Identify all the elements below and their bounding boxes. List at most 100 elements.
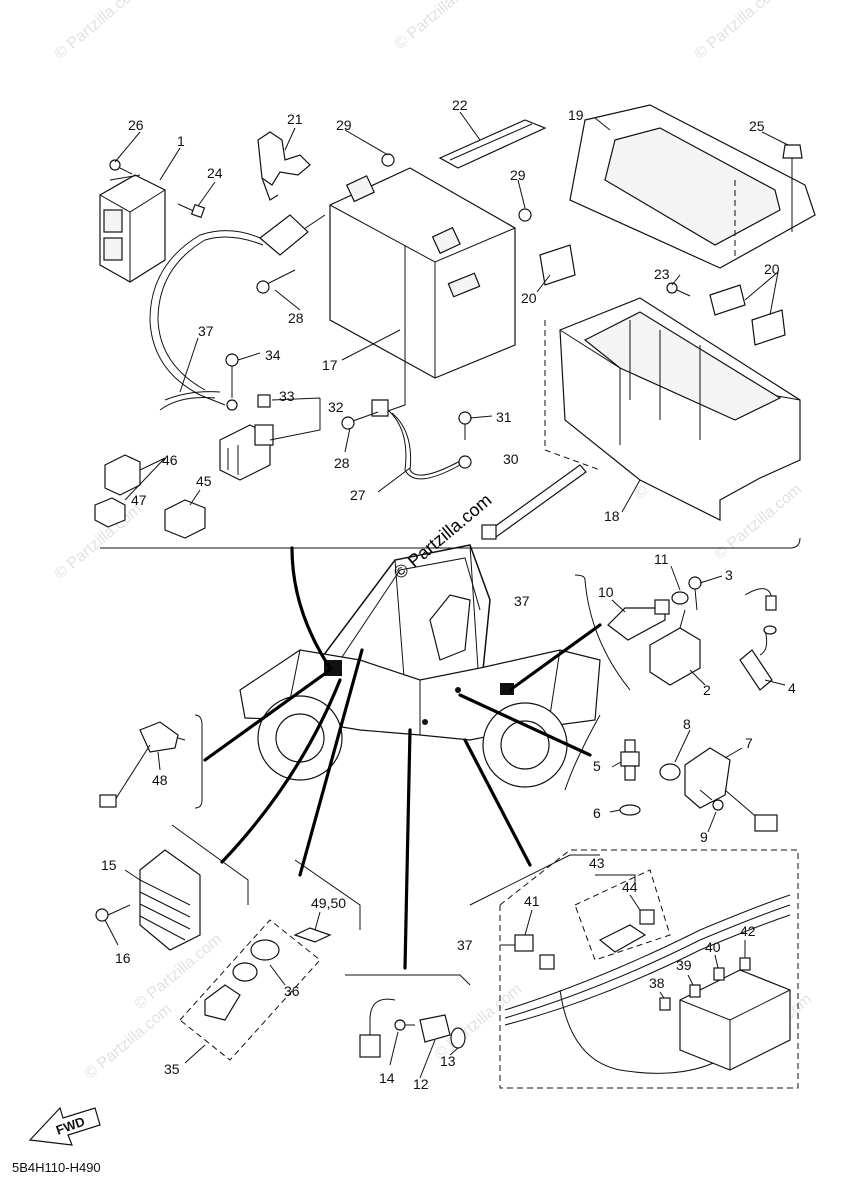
callout-39[interactable]: 39 xyxy=(676,957,692,973)
callout-41[interactable]: 41 xyxy=(524,893,540,909)
callout-25[interactable]: 25 xyxy=(749,118,765,134)
sensor-10 xyxy=(607,599,670,641)
leader-14 xyxy=(389,1031,399,1066)
callout-23[interactable]: 23 xyxy=(654,266,670,282)
callout-28b[interactable]: 28 xyxy=(334,455,350,471)
callout-6[interactable]: 6 xyxy=(593,805,601,821)
callout-16[interactable]: 16 xyxy=(115,950,131,966)
callout-8[interactable]: 8 xyxy=(683,716,691,732)
callout-47[interactable]: 47 xyxy=(131,492,147,508)
callout-43[interactable]: 43 xyxy=(589,855,605,871)
callout-13[interactable]: 13 xyxy=(440,1053,456,1069)
pad-20a xyxy=(539,244,576,286)
callout-37b[interactable]: 37 xyxy=(514,593,530,609)
bolt-9 xyxy=(699,789,724,811)
callout-29b[interactable]: 29 xyxy=(510,167,526,183)
connector-46 xyxy=(104,454,141,496)
callout-7[interactable]: 7 xyxy=(745,735,753,751)
callout-46[interactable]: 46 xyxy=(162,452,178,468)
leader-15 xyxy=(124,869,141,881)
callout-9[interactable]: 9 xyxy=(700,829,708,845)
relay-41 xyxy=(514,934,534,952)
callout-28a[interactable]: 28 xyxy=(288,310,304,326)
callout-30[interactable]: 30 xyxy=(503,451,519,467)
watermark-text: © Partzilla.com xyxy=(392,0,486,53)
callout-20a[interactable]: 20 xyxy=(521,290,537,306)
leader-4950 xyxy=(314,911,321,931)
callout-5[interactable]: 5 xyxy=(593,758,601,774)
callout-15[interactable]: 15 xyxy=(101,857,117,873)
pad-20b xyxy=(709,284,786,346)
sensor-12 xyxy=(359,998,451,1058)
callout-45[interactable]: 45 xyxy=(196,473,212,489)
callout-19[interactable]: 19 xyxy=(568,107,584,123)
harness-37 xyxy=(504,894,791,1074)
callout-21[interactable]: 21 xyxy=(287,111,303,127)
fuse-38 xyxy=(659,997,671,1011)
callout-2[interactable]: 2 xyxy=(703,682,711,698)
regulator-15 xyxy=(139,849,201,951)
callout-33[interactable]: 33 xyxy=(279,388,295,404)
fuse-box xyxy=(679,969,791,1071)
bolt-28-lower xyxy=(341,411,379,430)
ecu-part xyxy=(99,174,166,283)
callout-3[interactable]: 3 xyxy=(725,567,733,583)
callout-44[interactable]: 44 xyxy=(622,879,638,895)
strap-22 xyxy=(438,119,547,169)
callout-12[interactable]: 12 xyxy=(413,1076,429,1092)
callout-26[interactable]: 26 xyxy=(128,117,144,133)
callout-31[interactable]: 31 xyxy=(496,409,512,425)
leader-48 xyxy=(157,751,161,771)
section-brackets xyxy=(171,574,631,986)
callout-37c[interactable]: 37 xyxy=(457,937,473,953)
callout-32[interactable]: 32 xyxy=(328,399,344,415)
callout-1[interactable]: 1 xyxy=(177,133,185,149)
callout-29a[interactable]: 29 xyxy=(336,117,352,133)
leader-12 xyxy=(419,1039,436,1079)
callout-49-50[interactable]: 49,50 xyxy=(311,895,346,911)
callout-11[interactable]: 11 xyxy=(654,551,669,567)
callout-17[interactable]: 17 xyxy=(322,357,338,373)
callouts: 1 2 3 4 5 6 7 8 9 10 11 12 13 14 15 16 1… xyxy=(101,97,796,1092)
callout-20b[interactable]: 20 xyxy=(764,261,780,277)
callout-42[interactable]: 42 xyxy=(740,923,756,939)
battery-cable xyxy=(149,214,326,406)
screw-23 xyxy=(666,282,691,297)
battery-17 xyxy=(329,167,516,379)
fuse-33 xyxy=(257,394,271,408)
callout-36[interactable]: 36 xyxy=(284,983,300,999)
tie-wrap-30 xyxy=(481,464,587,540)
watermark-text: © Partzilla.com xyxy=(82,1001,176,1083)
connector-41b xyxy=(539,954,555,970)
bolt-16 xyxy=(95,904,131,922)
bolt-34 xyxy=(225,353,239,411)
callout-48[interactable]: 48 xyxy=(152,772,168,788)
callout-35[interactable]: 35 xyxy=(164,1061,180,1077)
callout-38[interactable]: 38 xyxy=(649,975,665,991)
fuse-40 xyxy=(713,967,725,981)
clip-21 xyxy=(257,131,311,201)
callout-40[interactable]: 40 xyxy=(705,939,721,955)
bolt-3 xyxy=(688,576,702,611)
wire-37-stub xyxy=(159,391,221,411)
bolt-26 xyxy=(109,159,133,175)
callout-27[interactable]: 27 xyxy=(350,487,366,503)
spark-plug-5 xyxy=(620,739,640,781)
starter-relay-32 xyxy=(219,424,274,481)
callout-24[interactable]: 24 xyxy=(207,165,223,181)
bolt-24 xyxy=(177,203,206,219)
callout-34[interactable]: 34 xyxy=(265,347,281,363)
callout-14[interactable]: 14 xyxy=(379,1070,395,1086)
dashbox-37 xyxy=(499,849,799,1089)
fuse-42 xyxy=(739,957,751,971)
callout-10[interactable]: 10 xyxy=(598,584,614,600)
leader-35 xyxy=(184,1044,206,1064)
callout-22[interactable]: 22 xyxy=(452,97,468,113)
callout-37a[interactable]: 37 xyxy=(198,323,214,339)
bolt-28-upper xyxy=(256,269,296,294)
key-49-50 xyxy=(293,927,332,943)
leader-lines-right xyxy=(609,565,786,833)
callout-4[interactable]: 4 xyxy=(788,680,796,696)
callout-18[interactable]: 18 xyxy=(604,508,620,524)
